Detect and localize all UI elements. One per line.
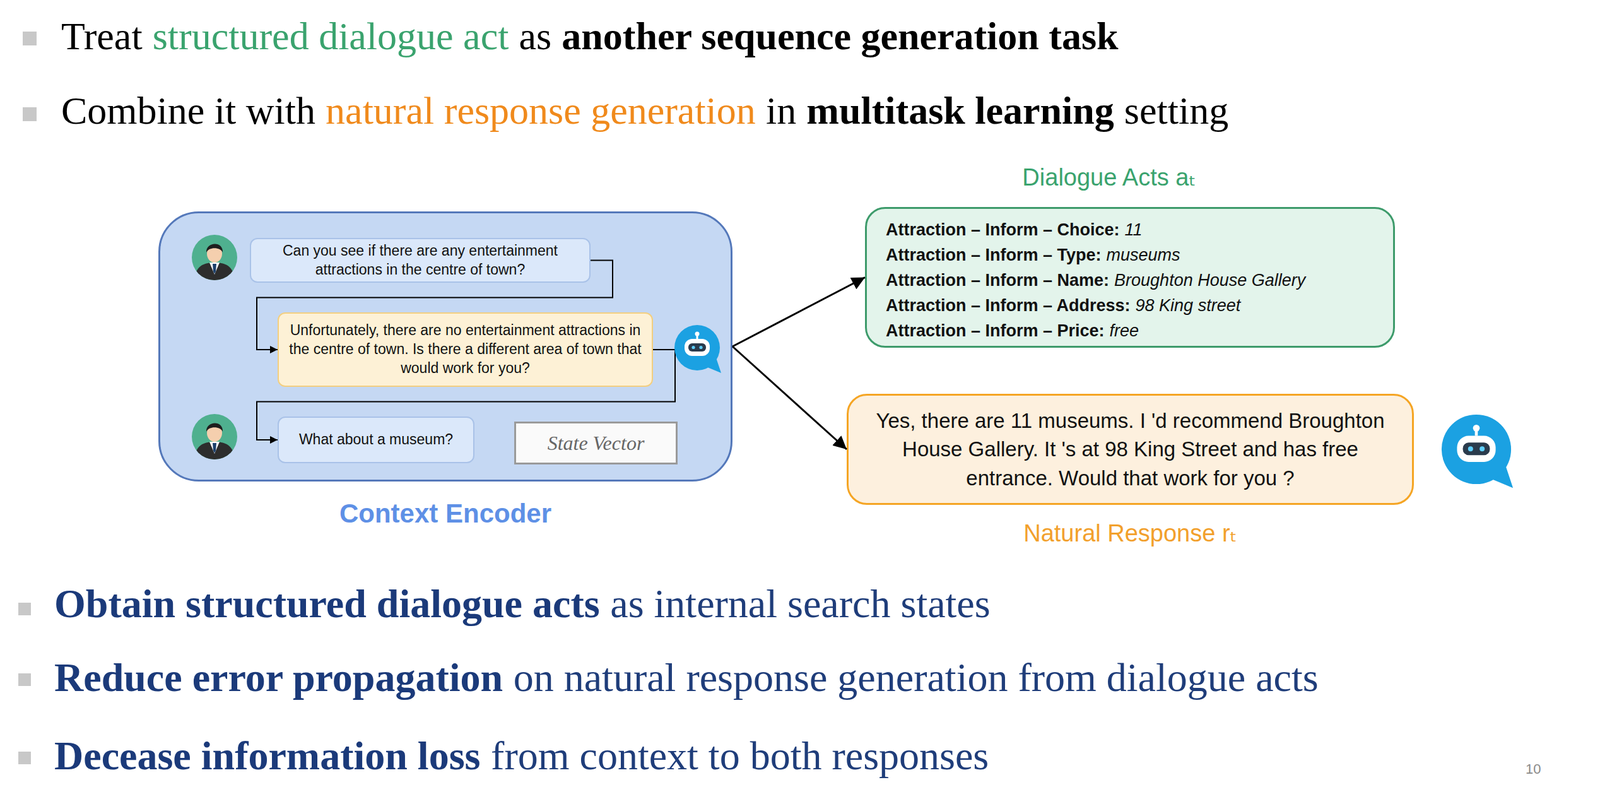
act-slot: Attraction – Inform – Price: [885,321,1105,341]
text-line: 10 [1525,760,1545,778]
bullet-square [22,31,37,46]
connector-arrow [256,349,676,440]
bullet-text: structured dialogue act [152,13,510,59]
bullet-text: on natural response generation from dial… [513,654,1319,701]
encoder-panel: Can you see if there are any entertainme… [158,211,733,482]
connector-arrow [732,277,865,348]
bot-eye [691,345,695,349]
bot-antenna [696,334,699,339]
dialogue-act-line: Attraction – Inform – Price:free [885,321,1139,341]
act-value: Broughton House Gallery [1114,270,1306,290]
avatar-hair [206,243,223,253]
bot-head [1456,435,1496,462]
avatar-circle [191,413,238,460]
bubble-text: Can you see if there are any entertainme… [259,241,581,280]
act-slot: Attraction – Inform – Choice: [885,220,1120,240]
bullet-text: setting [1124,88,1229,134]
user-avatar [191,413,238,462]
bullet-text: natural response generation [325,88,756,134]
bullet-square [18,751,31,765]
avatar-tie [212,442,217,453]
bubble-text: Unfortunately, there are no entertainmen… [287,321,643,378]
act-value: 11 [1124,220,1143,240]
text-line: Combine it withnatural response generati… [61,88,1239,134]
bullet-text: Obtain structured dialogue acts [54,580,600,628]
user-bubble: Can you see if there are any entertainme… [249,237,591,283]
connector-arrow [256,260,613,351]
bubble-text: What about a museum? [299,430,453,450]
text-line: Decease information lossfrom context to … [54,732,1000,780]
bullet-text: Decease information loss [54,732,481,780]
bot-bubble: Unfortunately, there are no entertainmen… [277,312,653,387]
user-bubble: What about a museum? [277,416,475,464]
bot-eye [1479,446,1485,452]
response-text: Yes, there are 11 museums. I 'd recommen… [862,406,1399,493]
bullet-text: as internal search states [610,580,990,628]
avatar-shirt [209,262,220,275]
bot-eye [1468,446,1474,452]
bot-antenna-tip [695,331,700,337]
bot-visor [688,343,706,352]
bot-head [684,338,710,356]
bullet-text: as [519,13,553,59]
box-heading: Dialogue Acts aₜ [846,163,1373,192]
avatar-face [206,244,223,263]
avatar-hair [206,422,223,432]
dialogue-acts-box: Dialogue Acts aₜAttraction – Inform – Ch… [864,206,1395,348]
bot-eye [699,345,703,349]
bullet-square [18,602,31,616]
bullet-text: in [765,88,797,134]
avatar-shirt [209,441,220,454]
bullet-square [18,673,31,686]
bot-icon [674,324,722,373]
bot-circle [674,324,720,371]
act-value: 98 King street [1135,295,1242,315]
avatar-tie [212,263,217,274]
act-slot: Attraction – Inform – Address: [885,295,1131,315]
avatar-suit [194,262,235,283]
avatar-figure [194,243,235,283]
act-slot: Attraction – Inform – Name: [885,270,1110,290]
avatar-figure [194,422,235,462]
page-number: 10 [1525,760,1541,778]
bullet-text: Combine it with [61,88,316,134]
act-slot: Attraction – Inform – Type: [885,245,1102,265]
bot-tail [705,357,722,373]
bullet-text: from context to both responses [490,732,989,780]
bot-circle [1441,414,1512,484]
user-avatar [191,234,238,283]
text-line: Obtain structured dialogue actsas intern… [54,580,1001,628]
act-value: museums [1106,245,1181,265]
text-line: Reduce error propagationon natural respo… [54,654,1329,701]
panel-label: Context Encoder [160,498,731,529]
state-vector-box: State Vector [514,421,678,465]
bullet-text: Treat [61,13,143,59]
dialogue-act-line: Attraction – Inform – Address:98 King st… [885,295,1241,316]
bullet-text: multitask learning [806,88,1114,134]
bot-icon [1441,414,1513,488]
avatar-suit [194,441,235,462]
bullet-square [22,107,37,122]
bot-tail [1489,464,1513,488]
bot-antenna [1475,429,1479,436]
bullet-text: Reduce error propagation [54,654,503,701]
dialogue-act-line: Attraction – Inform – Choice:11 [885,220,1143,240]
bot-antenna-tip [1473,424,1481,432]
avatar-circle [191,234,238,281]
bubble-text: State Vector [547,431,645,455]
text-line: Treatstructured dialogue actasanother se… [61,13,1129,59]
avatar-face [206,423,223,442]
act-value: free [1109,321,1140,341]
bot-visor [1463,442,1491,455]
connector-arrow [732,346,847,450]
response-box: Yes, there are 11 museums. I 'd recommen… [846,393,1414,505]
dialogue-act-line: Attraction – Inform – Type:museums [885,245,1181,265]
dialogue-act-line: Attraction – Inform – Name:Broughton Hou… [885,270,1306,291]
bullet-text: another sequence generation task [561,13,1118,59]
box-heading: Natural Response rₜ [848,519,1412,548]
